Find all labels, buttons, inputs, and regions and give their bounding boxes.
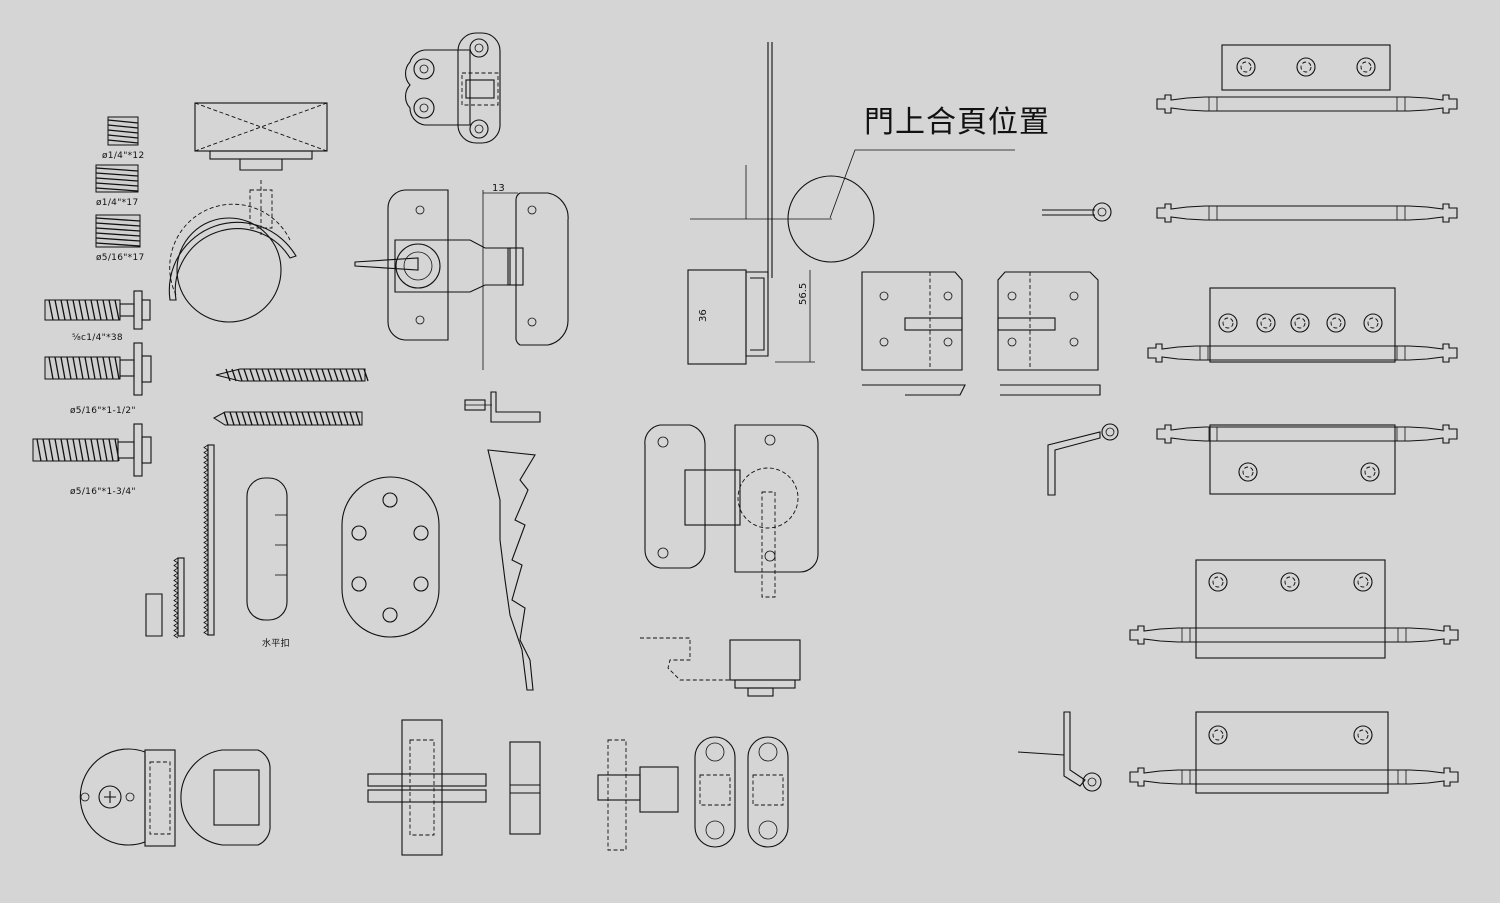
flip-latch-side	[640, 637, 801, 697]
serrated-strip	[487, 449, 536, 691]
saw-strip-mid	[177, 557, 185, 637]
connector-bolt-3	[32, 423, 152, 477]
round-cam-housing	[79, 748, 176, 847]
folding-connector	[367, 719, 487, 856]
lift-off-hinge-4-pin	[1156, 424, 1458, 444]
fastener-label-2: ø1/4"*17	[96, 198, 138, 208]
twin-eye-plate	[404, 32, 501, 144]
connector-bolt-1	[44, 290, 151, 330]
latch-width-dim: 13	[492, 183, 505, 194]
saw-strip-short	[145, 593, 163, 637]
wood-screw-2	[213, 411, 363, 426]
fastener-label-3: ø5/16"*17	[96, 253, 145, 263]
pull-ring	[168, 180, 297, 323]
lift-off-hinge-2	[1156, 203, 1458, 223]
fastener-label-6: ø5/16"*1-3/4"	[70, 487, 136, 497]
threaded-insert-2	[95, 164, 139, 193]
lift-off-hinge-3	[1147, 287, 1458, 363]
slotted-plate-left	[694, 736, 736, 848]
oval-mounting-plate	[341, 476, 440, 638]
eye-pin	[1042, 202, 1112, 222]
lift-off-hinge-2-pin	[1156, 203, 1458, 223]
angle-pin-bracket-2	[1017, 711, 1102, 792]
lift-off-hinge-6	[1129, 711, 1459, 794]
level-clasp	[246, 477, 288, 621]
lift-off-hinge-6-pin	[1129, 767, 1459, 787]
fastener-label-1: ø1/4"*12	[102, 151, 144, 161]
connector-bolt-2	[44, 342, 152, 396]
threaded-insert-3	[95, 214, 141, 248]
slotted-plate-right	[747, 736, 789, 848]
fastener-label-4: ⅝c1/4"*38	[72, 333, 123, 343]
lift-off-hinge-5-pin	[1129, 625, 1459, 645]
drop-latch	[644, 424, 819, 598]
spring-bolt	[597, 739, 679, 851]
hinge-offset-dim: 56.5	[798, 283, 809, 305]
lift-off-hinge-3-pin	[1147, 343, 1458, 363]
level-clasp-label: 水平扣	[262, 637, 290, 649]
saw-strip-tall	[207, 444, 215, 636]
cam-lock-latch: 13	[354, 183, 569, 370]
lift-off-hinge-1-pin	[1156, 94, 1458, 114]
threaded-insert-1	[107, 116, 139, 146]
angle-pin-bracket-1	[1047, 423, 1119, 496]
cabinet-hinge-plate-right	[997, 271, 1101, 396]
wood-screw-1	[215, 368, 369, 382]
small-l-bracket	[464, 391, 541, 423]
folding-connector-side	[509, 741, 541, 835]
lift-off-hinge-5	[1129, 559, 1459, 659]
door-hinge-position-detail: 36 56.5	[687, 42, 1015, 365]
lift-off-hinge-4	[1156, 424, 1458, 495]
bracket-height-dim: 36	[698, 309, 709, 322]
lift-off-hinge-1	[1156, 44, 1458, 114]
cabinet-hinge-plate-left	[861, 271, 966, 396]
fastener-label-5: ø5/16"*1-1/2"	[70, 406, 136, 416]
hinge-position-callout: 門上合頁位置	[864, 105, 1050, 140]
cam-cover	[180, 749, 271, 846]
knob-top-view	[194, 102, 328, 171]
